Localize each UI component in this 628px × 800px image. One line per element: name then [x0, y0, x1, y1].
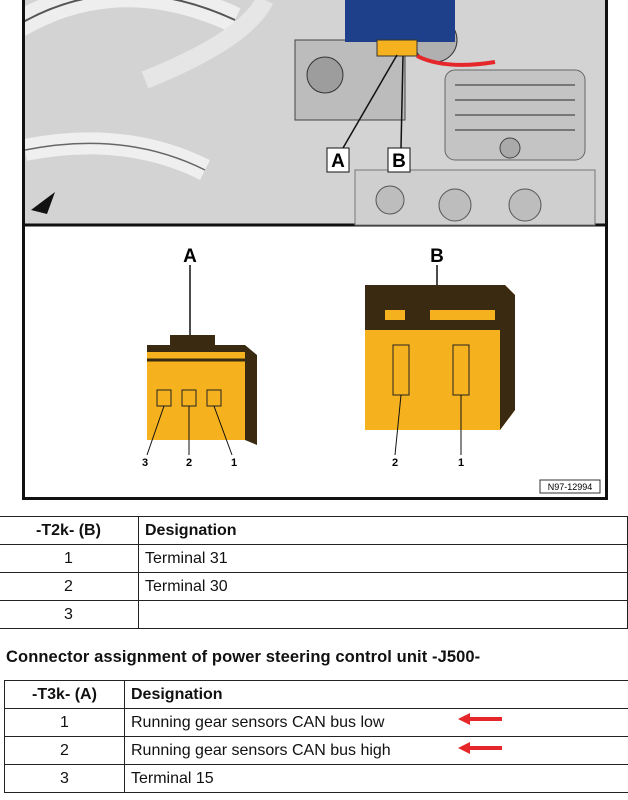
table-row: 1 Terminal 31 [0, 544, 628, 573]
table-row: 3 [0, 600, 628, 629]
t3k-designation-cell: Running gear sensors CAN bus high [124, 736, 628, 765]
t2k-header-pin: -T2k- (B) [0, 516, 139, 545]
table-row: 3 Terminal 15 [4, 764, 628, 793]
callout-a: A [331, 151, 345, 172]
t3k-header-pin: -T3k- (A) [4, 680, 125, 709]
connector-a [147, 335, 257, 445]
t2k-pin-cell: 3 [0, 600, 139, 629]
pin-a-3: 3 [142, 457, 148, 469]
t2k-pin-cell: 1 [0, 544, 139, 573]
wiring-illustration: A B A 3 2 1 B [22, 0, 608, 500]
t2k-designation-cell: Terminal 31 [138, 544, 628, 573]
connector-b [365, 285, 515, 430]
t2k-designation-cell [138, 600, 628, 629]
t3k-assignment-table: -T3k- (A) Designation 1 Running gear sen… [4, 680, 628, 793]
pin-b-1: 1 [458, 457, 464, 469]
connector-a-label: A [183, 246, 197, 267]
table-header-row: -T3k- (A) Designation [4, 680, 628, 709]
t3k-designation-cell: Terminal 15 [124, 764, 628, 793]
t2k-designation-cell: Terminal 30 [138, 572, 628, 601]
callout-b: B [392, 151, 406, 172]
t2k-pin-cell: 2 [0, 572, 139, 601]
t3k-pin-cell: 3 [4, 764, 125, 793]
section-heading: Connector assignment of power steering c… [6, 648, 481, 666]
figure-code: N97-12994 [548, 482, 593, 492]
control-unit [345, 0, 455, 42]
view-direction-icon [31, 192, 55, 214]
pin-b-2: 2 [392, 457, 398, 469]
t2k-assignment-table: -T2k- (B) Designation 1 Terminal 31 2 Te… [0, 516, 628, 629]
table-row: 2 Running gear sensors CAN bus high [4, 736, 628, 765]
red-wire [416, 54, 496, 67]
table-row: 2 Terminal 30 [0, 572, 628, 601]
connector-b-label: B [430, 246, 444, 267]
illustration-svg: A B A 3 2 1 B [25, 0, 605, 494]
t3k-header-designation: Designation [124, 680, 628, 709]
pin-a-2: 2 [186, 457, 192, 469]
t2k-header-designation: Designation [138, 516, 628, 545]
t3k-pin-cell: 1 [4, 708, 125, 737]
highlight-arrow-icon [458, 713, 502, 725]
table-row: 1 Running gear sensors CAN bus low [4, 708, 628, 737]
t3k-pin-cell: 2 [4, 736, 125, 765]
table-header-row: -T2k- (B) Designation [0, 516, 628, 545]
pin-a-1: 1 [231, 457, 237, 469]
t3k-designation-cell: Running gear sensors CAN bus low [124, 708, 628, 737]
highlight-arrow-icon [458, 742, 502, 754]
